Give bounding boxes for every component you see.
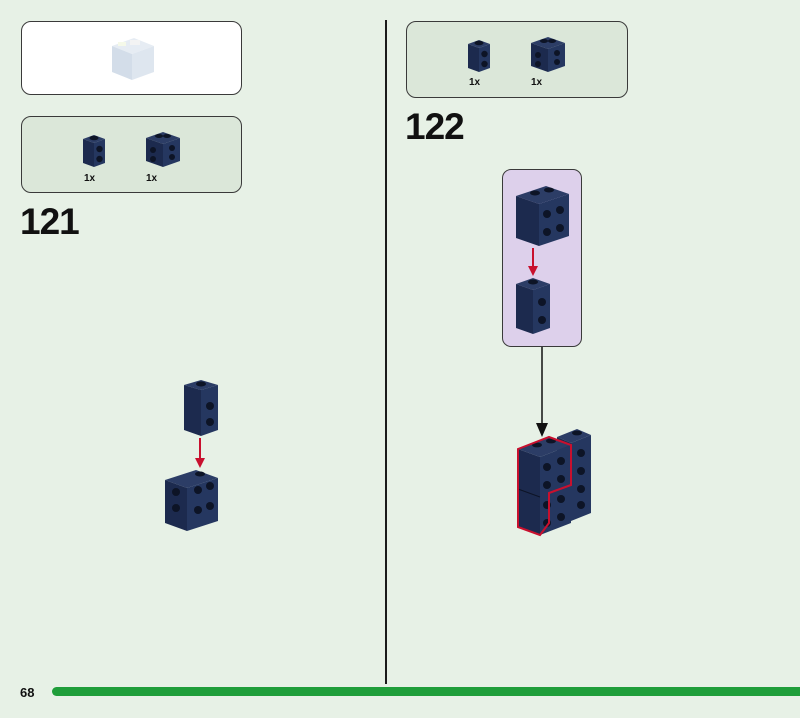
column-divider <box>385 20 387 684</box>
step-number: 121 <box>20 201 80 242</box>
step-number: 122 <box>405 106 465 147</box>
part-quantity: 1x <box>469 77 481 88</box>
page-number: 68 <box>20 685 35 700</box>
brick-icon <box>146 132 180 167</box>
part-quantity: 1x <box>84 173 96 184</box>
brick-icon <box>83 135 105 167</box>
subassembly-illustration <box>516 186 569 334</box>
model-preview-icon <box>112 38 154 80</box>
brick-icon <box>516 186 569 246</box>
part-quantity: 1x <box>146 173 158 184</box>
model-preview-panel <box>21 21 242 95</box>
brick-icon <box>468 40 490 72</box>
assembly-illustration-step-122 <box>517 429 591 537</box>
brick-icon <box>184 380 218 436</box>
parts-list-step-122: 1x 1x <box>406 21 628 98</box>
arrow-icon <box>528 248 538 276</box>
subassembly-callout <box>502 169 582 347</box>
brick-icon <box>531 37 565 72</box>
arrow-icon <box>195 438 205 468</box>
assembly-illustration-step-121 <box>165 380 218 531</box>
parts-list-step-121: 1x 1x <box>21 116 242 193</box>
part-quantity: 1x <box>531 77 543 88</box>
brick-icon <box>165 470 218 531</box>
brick-icon <box>517 437 571 535</box>
brick-icon <box>516 278 550 334</box>
arrow-icon <box>536 347 548 437</box>
progress-bar <box>52 687 800 696</box>
new-part-highlight <box>517 435 572 537</box>
